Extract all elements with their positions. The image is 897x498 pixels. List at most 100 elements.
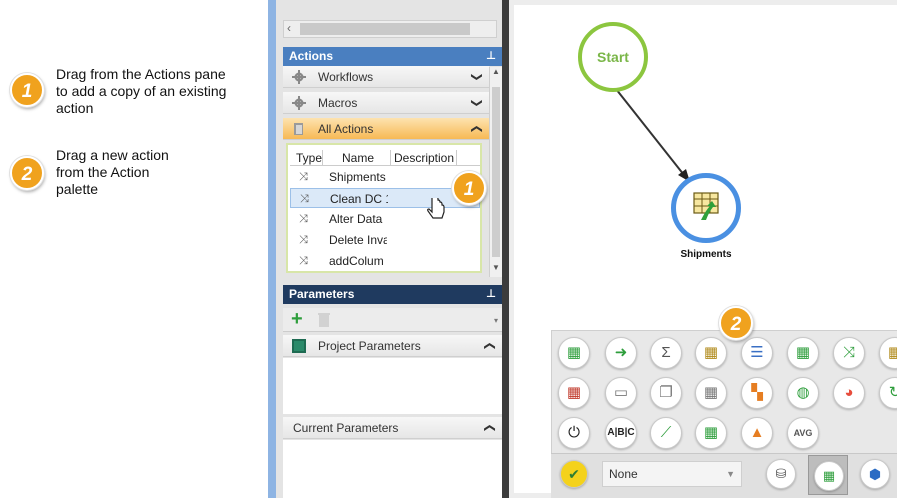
folder-icon	[294, 123, 303, 135]
actions-list: Type Name Description ⤨ Shipments ⤨ Clea…	[286, 143, 482, 273]
vertical-scrollbar[interactable]: ▲ ▼	[489, 67, 502, 277]
list-item[interactable]: ⤨ Shipments	[290, 167, 480, 187]
list-item-name: Alter Data	[329, 212, 383, 226]
shipments-node[interactable]	[671, 173, 741, 243]
column-divider	[322, 150, 323, 166]
add-parameter-icon[interactable]: +	[291, 308, 303, 330]
step-1-line: to add a copy of an existing	[56, 83, 227, 99]
scroll-down-icon[interactable]: ▼	[492, 263, 500, 272]
blocks-icon[interactable]: ▚	[741, 377, 773, 409]
import-mode-toggle[interactable]: ▦	[808, 455, 848, 495]
panel-border-strip	[268, 0, 276, 498]
chevron-up-icon[interactable]: ❯	[483, 423, 496, 433]
dropdown-selected-value: None	[609, 467, 638, 481]
script-icon[interactable]: ▭	[605, 377, 637, 409]
filter-dropdown[interactable]: None ▼	[602, 461, 742, 487]
callout-badge-1: 1	[452, 171, 486, 205]
table-icon	[292, 339, 306, 353]
shuffle-icon[interactable]: ⤨	[833, 337, 865, 369]
trash-icon[interactable]	[318, 312, 330, 327]
validate-check-icon[interactable]: ✔	[560, 460, 588, 488]
column-header-description[interactable]: Description	[394, 151, 455, 165]
pin-icon[interactable]: ⊥	[485, 50, 496, 62]
triangle-icon[interactable]: ▲	[741, 417, 773, 449]
overflow-icon[interactable]: ▾	[493, 316, 498, 325]
column-divider	[390, 150, 391, 166]
chevron-down-icon[interactable]: ❯	[470, 72, 483, 82]
step-1-badge: 1	[10, 73, 44, 107]
table-import-icon	[693, 192, 719, 220]
list-icon[interactable]: ☰	[741, 337, 773, 369]
delete-table-icon[interactable]: ▦	[558, 377, 590, 409]
horizontal-scroll-thumb[interactable]	[300, 23, 470, 35]
copy-icon[interactable]: ❐	[650, 377, 682, 409]
text-abc-icon[interactable]: A|B|C	[605, 417, 637, 449]
section-label: Workflows	[318, 70, 374, 84]
step-2-line: from the Action	[56, 164, 150, 180]
chevron-down-icon[interactable]: ❯	[470, 98, 483, 108]
vertical-scroll-thumb[interactable]	[492, 87, 500, 257]
shuffle-icon: ⤨	[300, 193, 309, 205]
list-item-name: Delete Inva	[329, 233, 387, 247]
step-1-line: action	[56, 100, 94, 116]
list-item[interactable]: ⤨ addColum	[290, 251, 480, 271]
parameters-pane-title: Parameters	[289, 287, 355, 301]
step-2-badge: 2	[10, 156, 44, 190]
chevron-up-icon[interactable]: ❯	[483, 341, 496, 351]
sum-icon[interactable]: Σ	[650, 337, 682, 369]
list-item-name: addColum	[329, 254, 384, 268]
horizontal-scrollbar[interactable]: ‹	[283, 20, 497, 38]
add-table-icon[interactable]: ▦	[787, 337, 819, 369]
list-header: Type Name Description	[290, 148, 480, 166]
step-2-text: Drag a new action from the Action palett…	[56, 147, 169, 198]
tools-table-icon[interactable]: ▦	[695, 377, 727, 409]
section-macros[interactable]: Macros ❯	[283, 92, 489, 114]
project-parameters-area	[283, 358, 502, 414]
actions-pane-title: Actions	[289, 49, 334, 63]
import-table-icon[interactable]: ▦	[558, 337, 590, 369]
shuffle-icon: ⤨	[299, 213, 308, 225]
list-item[interactable]: ⤨ Alter Data	[290, 209, 480, 229]
column-header-type[interactable]: Type	[296, 151, 323, 165]
section-label: Project Parameters	[318, 339, 421, 353]
average-weight-icon[interactable]: AVG	[787, 417, 819, 449]
actions-pane-header: Actions ⊥	[283, 47, 502, 66]
step-2-line: Drag a new action	[56, 147, 169, 163]
globe-icon[interactable]: ◍	[787, 377, 819, 409]
column-header-name[interactable]: Name	[342, 151, 375, 165]
shuffle-icon: ⤨	[299, 171, 308, 183]
pie-chart-icon[interactable]: ◕	[833, 377, 865, 409]
plug-icon[interactable]: ⏻	[558, 417, 590, 449]
step-1-line: Drag from the Actions pane	[56, 66, 226, 82]
shipments-node-label: Shipments	[680, 249, 732, 260]
line-chart-icon[interactable]: ⟋	[650, 417, 682, 449]
pin-icon[interactable]: ⊥	[485, 288, 496, 300]
database-icon[interactable]: ⛁	[766, 459, 796, 489]
step-2-line: palette	[56, 181, 99, 197]
section-label: Macros	[318, 96, 358, 110]
step-1-text: Drag from the Actions pane to add a copy…	[56, 66, 226, 117]
parameters-pane-header: Parameters ⊥	[283, 285, 502, 304]
table-arrow-icon[interactable]: ▦	[695, 417, 727, 449]
arrow-right-icon[interactable]: ➜	[605, 337, 637, 369]
section-current-parameters[interactable]: Current Parameters ❯	[283, 417, 502, 439]
column-divider	[456, 150, 457, 166]
scroll-left-icon[interactable]: ‹	[287, 21, 291, 35]
gear-icon	[292, 70, 306, 84]
scroll-up-icon[interactable]: ▲	[492, 67, 500, 76]
import-table-icon: ▦	[814, 461, 844, 491]
section-label: All Actions	[318, 122, 374, 136]
section-project-parameters[interactable]: Project Parameters ❯	[283, 335, 502, 357]
start-node[interactable]: Start	[578, 22, 648, 92]
edit-table-icon[interactable]: ▦	[695, 337, 727, 369]
section-workflows[interactable]: Workflows ❯	[283, 66, 489, 88]
chevron-up-icon[interactable]: ❯	[470, 124, 483, 134]
splitter[interactable]	[502, 0, 509, 498]
list-item-name: Shipments	[329, 170, 386, 184]
section-label: Current Parameters	[293, 421, 399, 435]
list-item[interactable]: ⤨ Delete Inva	[290, 230, 480, 250]
parameters-toolbar: + ▾	[283, 308, 502, 332]
cube-icon[interactable]: ⬢	[860, 459, 890, 489]
section-all-actions[interactable]: All Actions ❯	[283, 118, 489, 140]
list-item-name: Clean DC 1	[330, 192, 388, 206]
